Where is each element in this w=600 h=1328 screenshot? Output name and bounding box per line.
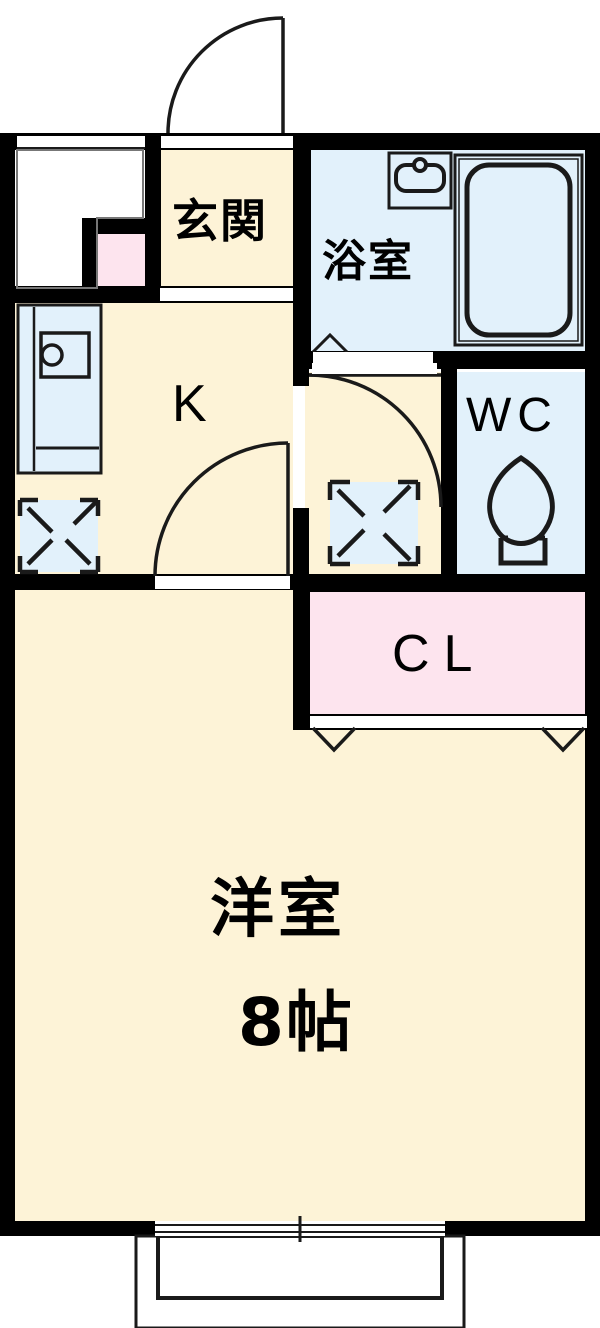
walls bbox=[0, 133, 600, 1236]
main-room-fill-right bbox=[293, 728, 587, 1236]
wall-entrance-closet-left bbox=[82, 218, 98, 292]
wall-wc-left bbox=[441, 369, 457, 576]
bath-fixtures bbox=[311, 151, 584, 363]
lobby-door-swing bbox=[308, 373, 443, 508]
wall-kitchen-right bbox=[293, 286, 309, 386]
washer-space-marks bbox=[327, 479, 421, 567]
washbasin-faucet bbox=[412, 157, 428, 173]
wall-kitchen-right-lower bbox=[293, 508, 309, 590]
toilet-bowl bbox=[487, 455, 555, 566]
refrigerator-space-marks bbox=[17, 497, 101, 575]
wc-fill bbox=[455, 372, 587, 574]
bathroom-door-opening[interactable] bbox=[313, 352, 433, 363]
kitchen-fixtures bbox=[16, 303, 290, 577]
kitchen-door-arc bbox=[153, 441, 289, 577]
wall-left-exterior bbox=[0, 133, 15, 1236]
wall-entrance-closet-top bbox=[82, 218, 160, 234]
entrance-door-swing bbox=[166, 16, 285, 134]
toilet-tank bbox=[498, 538, 548, 566]
shoe-storage-outline bbox=[16, 149, 144, 289]
genkan-fill bbox=[160, 145, 293, 292]
closet-sliding-doors[interactable] bbox=[311, 726, 586, 753]
bathtub-basin bbox=[464, 162, 573, 338]
entrance-door-opening[interactable] bbox=[161, 136, 293, 148]
closet-door-arrow-right bbox=[540, 726, 586, 753]
kitchen-sink-faucet bbox=[40, 343, 64, 367]
wall-top bbox=[0, 133, 600, 150]
balcony bbox=[134, 1216, 466, 1328]
kitchen-room-opening[interactable] bbox=[155, 576, 290, 589]
shoe-storage bbox=[16, 149, 144, 289]
lobby-door-arc bbox=[308, 373, 443, 508]
window-top-left bbox=[17, 136, 145, 148]
wall-closet-top bbox=[293, 574, 587, 592]
closet-door-opening[interactable] bbox=[310, 716, 587, 728]
openings bbox=[17, 136, 587, 728]
lobby-door-opening[interactable] bbox=[312, 363, 437, 374]
genkan-kitchen-opening[interactable] bbox=[160, 288, 293, 301]
main-room-fill bbox=[14, 588, 293, 1236]
kitchen-door-swing bbox=[153, 441, 290, 577]
balcony-rail bbox=[156, 1234, 444, 1300]
entrance-door-arc bbox=[166, 16, 284, 134]
closet-fill bbox=[310, 592, 587, 720]
washbasin-bowl bbox=[394, 163, 446, 193]
washing-machine-space bbox=[308, 363, 443, 567]
toilet-bowl-shape bbox=[487, 455, 555, 546]
closet-door-arrow-left bbox=[311, 726, 357, 753]
bathroom-door-fold[interactable] bbox=[311, 332, 349, 354]
wall-closet-left bbox=[293, 574, 310, 730]
wall-right-exterior bbox=[585, 133, 600, 1236]
